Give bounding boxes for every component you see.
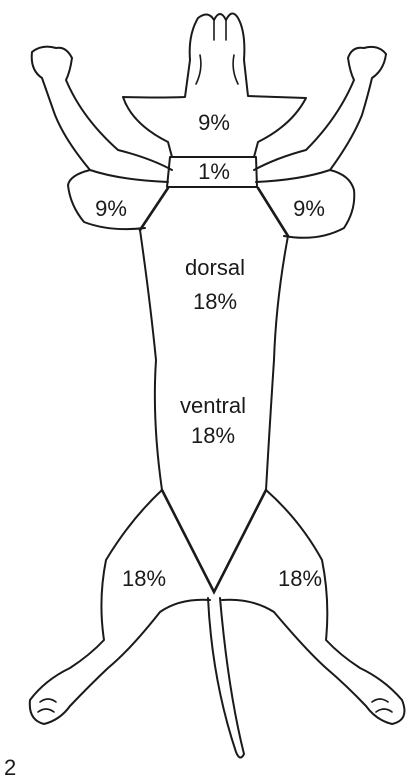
hindlimb-divider [162, 490, 266, 592]
figure-number: 2 [4, 755, 16, 781]
right-foot-detail [372, 699, 392, 712]
left-forelimb-label: 9% [95, 196, 127, 222]
head-detail [196, 20, 238, 84]
trunk-ventral-percent: 18% [180, 423, 246, 449]
right-hindlimb-label: 18% [278, 566, 322, 592]
left-foot-detail [38, 699, 56, 712]
left-forelimb-percent: 9% [95, 196, 127, 222]
left-hindlimb-label: 18% [122, 566, 166, 592]
trunk-dorsal-percent: 18% [185, 289, 245, 315]
tail-outline [208, 598, 244, 758]
head-percent: 9% [198, 110, 230, 136]
right-forelimb-label: 9% [293, 196, 325, 222]
right-hindlimb-percent: 18% [278, 566, 322, 592]
left-hindlimb-percent: 18% [122, 566, 166, 592]
left-forelimb-divider [140, 188, 168, 230]
head-label: 9% [198, 110, 230, 136]
neck-label: 1% [198, 159, 230, 185]
right-forelimb-percent: 9% [293, 196, 325, 222]
trunk-ventral-name: ventral [180, 393, 246, 419]
trunk-ventral-label: ventral 18% [180, 393, 246, 449]
trunk-dorsal-label: dorsal 18% [185, 255, 245, 315]
right-forelimb-divider [258, 188, 288, 236]
neck-percent: 1% [198, 159, 230, 185]
left-hindlimb-outline [30, 490, 210, 724]
trunk-dorsal-name: dorsal [185, 255, 245, 281]
